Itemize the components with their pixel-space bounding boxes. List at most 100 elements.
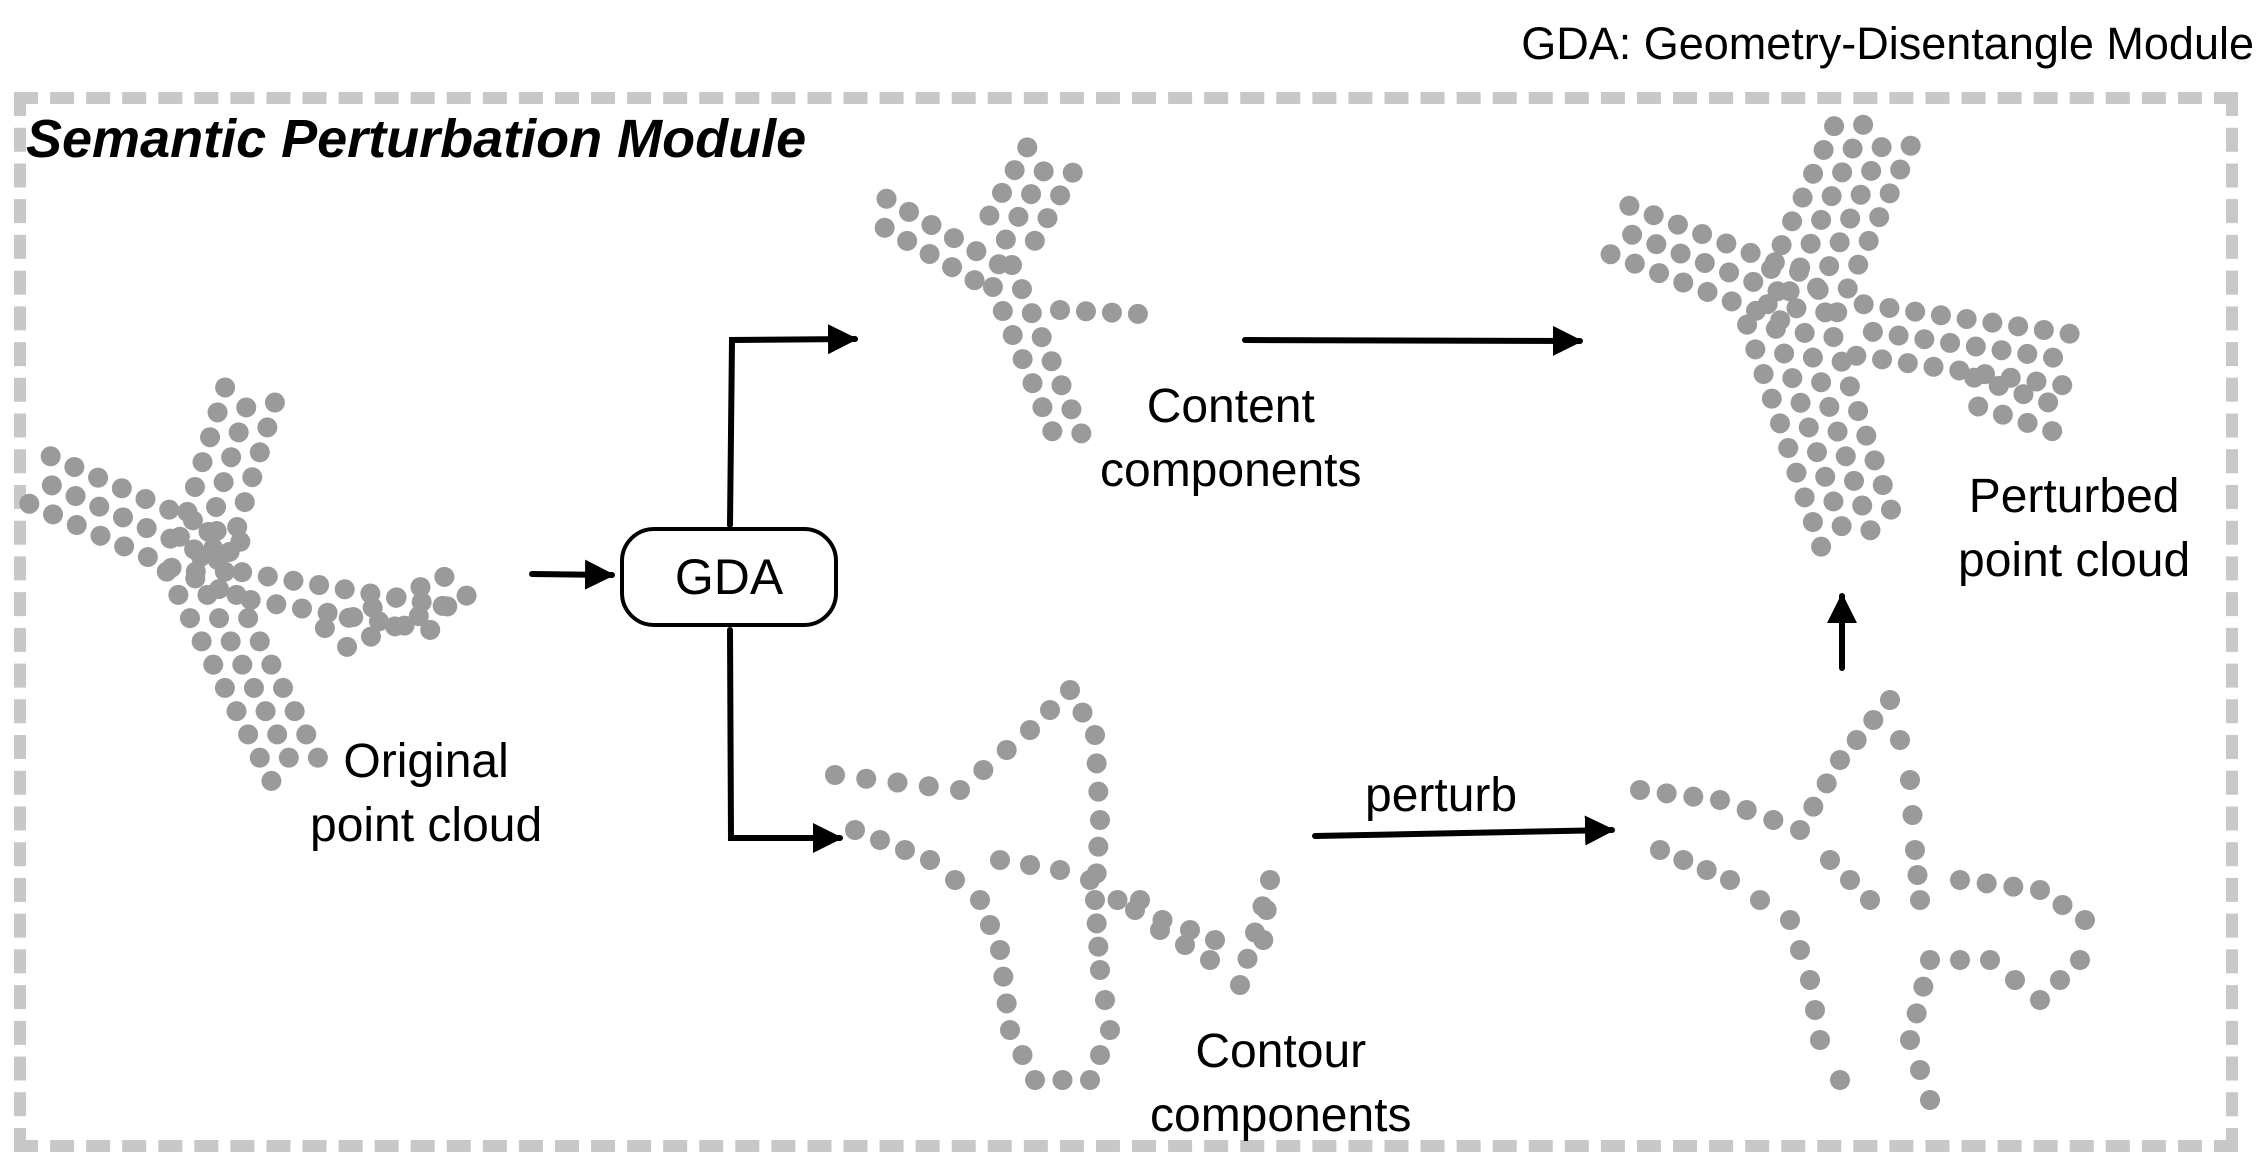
point <box>1774 343 1795 364</box>
point <box>970 890 990 910</box>
point <box>1811 536 1832 557</box>
arrows <box>529 324 1857 853</box>
point <box>1905 301 1926 322</box>
point <box>238 724 259 745</box>
arrow-input-to-gda <box>529 559 615 590</box>
point <box>2059 323 2080 344</box>
point <box>1080 1070 1100 1090</box>
point <box>1890 730 1910 750</box>
point <box>1086 913 1107 934</box>
point <box>1736 800 1757 820</box>
point <box>1856 425 1877 446</box>
point <box>111 478 132 499</box>
point <box>209 608 230 629</box>
point <box>1694 252 1715 273</box>
point <box>261 770 282 791</box>
point <box>1256 900 1277 920</box>
point <box>1763 810 1784 830</box>
point <box>191 631 212 652</box>
point <box>1810 1030 1830 1050</box>
point <box>1253 930 1274 950</box>
point <box>137 547 158 568</box>
point <box>203 538 224 559</box>
point <box>2043 347 2064 368</box>
point <box>1880 690 1900 710</box>
point <box>1020 720 1040 740</box>
point <box>1861 160 1882 181</box>
point <box>1858 230 1879 251</box>
point <box>964 270 985 291</box>
point <box>114 536 135 557</box>
point <box>160 528 181 549</box>
point <box>221 447 242 468</box>
point <box>943 228 964 249</box>
point <box>1829 232 1850 253</box>
point <box>1770 413 1790 434</box>
point <box>1819 396 1840 417</box>
point <box>64 456 85 477</box>
content-components-cloud <box>874 137 1148 444</box>
point <box>1090 810 1110 830</box>
point <box>1125 900 1145 920</box>
point <box>1798 417 1819 438</box>
perturbed-point-cloud <box>1600 114 2080 557</box>
point <box>1205 930 1225 950</box>
point <box>1835 446 1856 467</box>
point <box>273 677 294 698</box>
point <box>1025 1070 1045 1090</box>
point <box>410 577 431 598</box>
point <box>1090 1045 1110 1065</box>
point <box>1852 495 1873 516</box>
legend-text: GDA: Geometry-Disentangle Module <box>1521 18 2254 69</box>
point <box>887 772 908 793</box>
point <box>1100 1020 1120 1040</box>
point <box>168 584 189 605</box>
point <box>338 607 359 628</box>
point <box>1805 1000 1825 1020</box>
point <box>895 840 915 860</box>
point <box>1021 184 1042 205</box>
perturbed-label: Perturbed point cloud <box>1958 465 2190 593</box>
point <box>1910 1060 1930 1080</box>
point <box>1800 970 1820 990</box>
point <box>1031 327 1052 348</box>
point <box>870 830 890 850</box>
point <box>1871 137 1892 158</box>
point <box>19 493 40 514</box>
point <box>408 606 429 627</box>
point <box>1888 325 1909 346</box>
point <box>1050 860 1070 880</box>
point <box>1819 256 1840 277</box>
point <box>856 768 877 789</box>
point <box>1930 305 1951 326</box>
point <box>1757 294 1778 315</box>
point <box>1897 353 1918 374</box>
point <box>267 724 288 745</box>
point <box>1832 162 1853 183</box>
point <box>1803 796 1824 817</box>
point <box>2050 970 2070 990</box>
point <box>309 575 330 595</box>
point <box>942 257 963 278</box>
point <box>2033 320 2054 340</box>
point <box>2013 384 2034 405</box>
point <box>1761 388 1782 409</box>
point <box>1101 302 1122 323</box>
point <box>1860 520 1881 541</box>
point <box>1823 326 1844 347</box>
original-label: Original point cloud <box>310 730 542 858</box>
point <box>2070 950 2090 970</box>
point <box>1790 940 1810 960</box>
point <box>1656 783 1677 804</box>
point <box>1914 329 1935 350</box>
point <box>283 570 304 591</box>
point <box>1032 397 1053 418</box>
point <box>184 476 205 497</box>
point <box>40 446 61 467</box>
point <box>1002 255 1023 276</box>
point <box>1037 208 1058 229</box>
point <box>1088 836 1109 857</box>
contour-components-cloud <box>825 680 2095 1110</box>
point <box>1820 850 1840 870</box>
point <box>1863 710 1884 730</box>
